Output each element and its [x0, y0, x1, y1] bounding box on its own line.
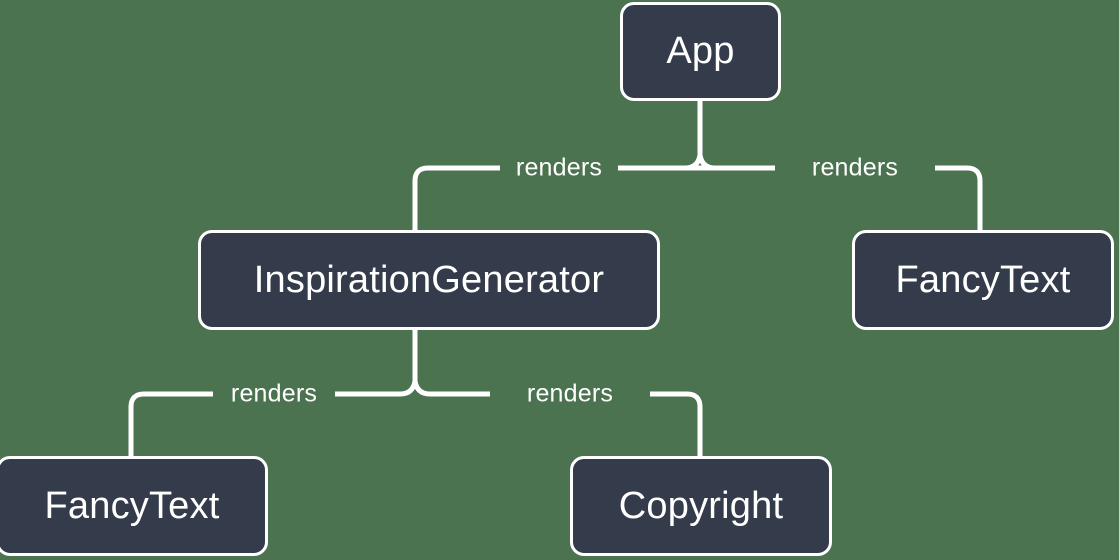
edge-inspgen-bus-right-curve [412, 380, 431, 397]
edge-inspgen-to-fancyleft-left-seg [128, 391, 213, 456]
edge-app-to-inspgen-left-seg [412, 165, 500, 230]
node-copyright-label: Copyright [618, 484, 784, 527]
edge-app-bus-right-curve [697, 154, 716, 171]
node-inspiration-generator[interactable]: InspirationGenerator [198, 230, 660, 330]
edge-inspgen-bus-left-curve [399, 380, 418, 397]
node-fancy-text-left-label: FancyText [44, 484, 220, 527]
edge-label-inspiration-generator-to-fancy-text-left: renders [230, 379, 318, 408]
node-fancy-text-right[interactable]: FancyText [852, 230, 1114, 330]
node-app[interactable]: App [620, 2, 781, 101]
edge-label-app-to-fancy-text-right: renders [811, 153, 899, 182]
edge-inspgen-to-copyright-right-seg [650, 391, 703, 456]
node-app-label: App [666, 30, 735, 72]
edge-app-to-fancyright-right-seg [935, 165, 983, 230]
node-fancy-text-left[interactable]: FancyText [0, 456, 268, 556]
node-fancy-text-right-label: FancyText [895, 258, 1071, 301]
edge-label-app-to-inspiration-generator: renders [515, 153, 603, 182]
node-copyright[interactable]: Copyright [570, 456, 832, 556]
node-inspiration-generator-label: InspirationGenerator [253, 258, 605, 301]
edge-label-inspiration-generator-to-copyright: renders [526, 379, 614, 408]
